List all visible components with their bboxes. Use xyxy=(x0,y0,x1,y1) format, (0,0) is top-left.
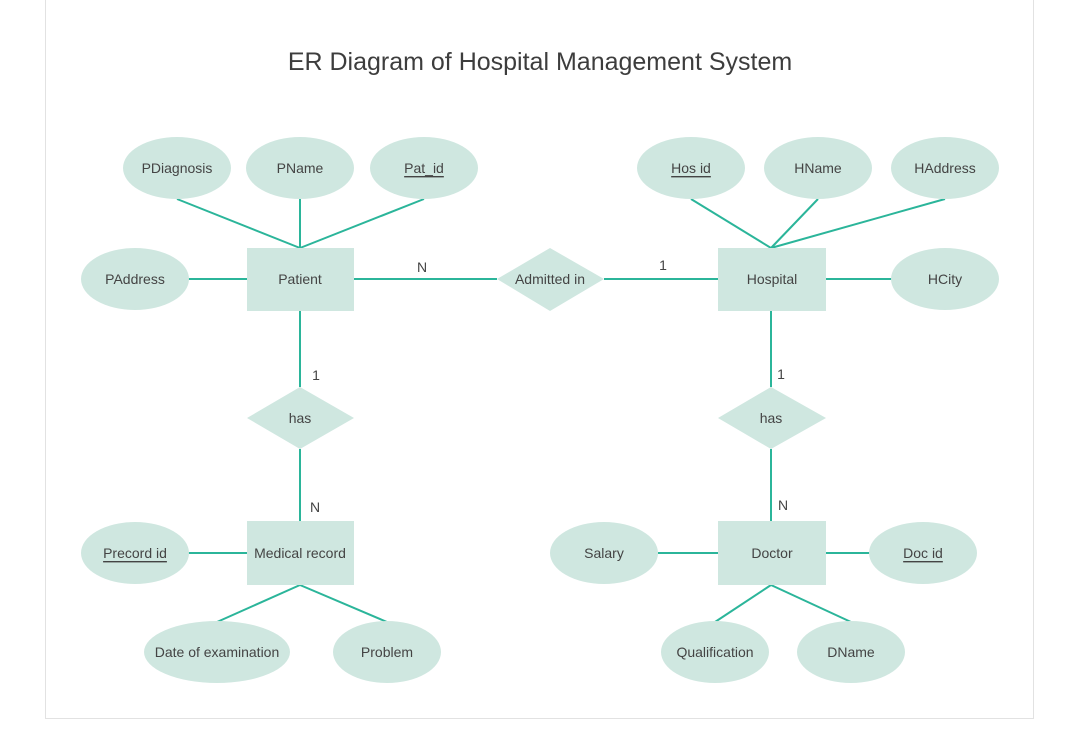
entity-patient xyxy=(247,248,354,311)
cardinality-record-has: N xyxy=(310,499,320,515)
line-date-of-examination xyxy=(216,584,301,623)
cardinality-doctor-has: N xyxy=(778,497,788,513)
diagram-canvas xyxy=(45,0,1034,719)
line-hname xyxy=(770,198,819,249)
attribute-paddress xyxy=(81,248,189,310)
label-hospital: Hospital xyxy=(747,271,798,287)
label-pname: PName xyxy=(277,160,324,176)
line-pdiagnosis xyxy=(176,198,301,249)
relationship-patient-has xyxy=(247,387,354,449)
label-date-of-examination: Date of examination xyxy=(155,644,280,660)
cardinality-patient-has: 1 xyxy=(312,367,320,383)
label-precord-id: Precord id xyxy=(103,545,167,561)
attribute-dname xyxy=(797,621,905,683)
cardinality-hospital-admitted: 1 xyxy=(659,257,667,273)
relationship-hospital-has xyxy=(718,387,826,449)
entity-doctor xyxy=(718,521,826,585)
label-admitted-in: Admitted in xyxy=(515,271,585,287)
entity-medical-record xyxy=(247,521,354,585)
diagram-title: ER Diagram of Hospital Management System xyxy=(287,48,793,76)
label-pat-id: Pat_id xyxy=(404,160,444,176)
label-paddress: PAddress xyxy=(105,271,165,287)
label-hname: HName xyxy=(794,160,842,176)
label-hos-id: Hos id xyxy=(671,160,711,176)
label-qualification: Qualification xyxy=(676,644,753,660)
relationship-admitted-in xyxy=(497,248,604,311)
label-hcity: HCity xyxy=(928,271,962,287)
label-patient-has: has xyxy=(289,410,312,426)
attribute-precord-id xyxy=(81,522,189,584)
label-doc-id: Doc id xyxy=(903,545,943,561)
attribute-qualification xyxy=(661,621,769,683)
label-doctor: Doctor xyxy=(751,545,793,561)
line-haddress xyxy=(770,198,946,249)
line-pat-id xyxy=(299,198,425,249)
attribute-salary xyxy=(550,522,658,584)
line-qualification xyxy=(714,584,772,623)
label-haddress: HAddress xyxy=(914,160,975,176)
label-patient: Patient xyxy=(278,271,322,287)
label-salary: Salary xyxy=(584,545,624,561)
label-hospital-has: has xyxy=(760,410,783,426)
label-medical-record: Medical record xyxy=(254,545,346,561)
attribute-hname xyxy=(764,137,872,199)
line-hos-id xyxy=(690,198,772,249)
label-pdiagnosis: PDiagnosis xyxy=(142,160,213,176)
label-dname: DName xyxy=(827,644,875,660)
connector-lines xyxy=(176,198,946,623)
attribute-problem xyxy=(333,621,441,683)
attribute-date-of-examination xyxy=(144,621,290,683)
line-problem xyxy=(299,584,388,623)
line-dname xyxy=(770,584,852,623)
attribute-pname xyxy=(246,137,354,199)
cardinality-hospital-has: 1 xyxy=(777,366,785,382)
entity-hospital xyxy=(718,248,826,311)
attribute-pat-id xyxy=(370,137,478,199)
label-problem: Problem xyxy=(361,644,413,660)
attribute-pdiagnosis xyxy=(123,137,231,199)
attribute-hcity xyxy=(891,248,999,310)
attribute-hos-id xyxy=(637,137,745,199)
attribute-doc-id xyxy=(869,522,977,584)
attribute-haddress xyxy=(891,137,999,199)
cardinality-patient-admitted: N xyxy=(417,259,427,275)
